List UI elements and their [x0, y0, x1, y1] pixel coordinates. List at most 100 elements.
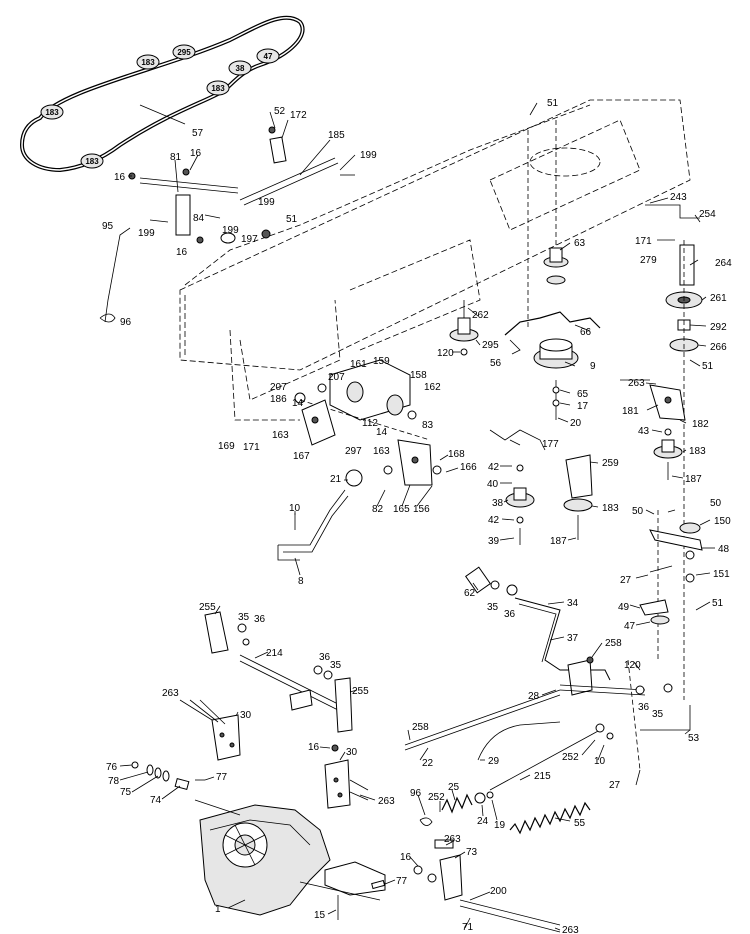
callout-42: 42: [488, 462, 500, 473]
callout-14: 14: [376, 427, 388, 438]
callout-263: 263: [162, 688, 179, 699]
rod-53: [635, 683, 691, 731]
callout-34: 34: [567, 598, 579, 609]
bracket-255-right: [334, 677, 353, 733]
callout-28: 28: [528, 691, 540, 702]
callout-255: 255: [352, 686, 369, 697]
callout-19: 19: [494, 820, 506, 831]
rod-22: [404, 689, 561, 751]
pulley-295: [449, 300, 479, 356]
callout-254: 254: [699, 209, 716, 220]
lift-shaft-34: [514, 597, 611, 681]
callout-62: 62: [464, 588, 476, 599]
bracket-49: [639, 599, 670, 625]
callout-65: 65: [577, 389, 589, 400]
callout-50: 50: [710, 498, 722, 509]
callout-51: 51: [547, 98, 559, 109]
callout-187: 187: [550, 536, 567, 547]
spring-66: [504, 311, 601, 355]
belt-pulley-183-b: 183: [136, 54, 160, 70]
callout-243: 243: [670, 192, 687, 203]
callout-252: 252: [428, 792, 445, 803]
callout-258: 258: [412, 722, 429, 733]
pulley-label: 183: [85, 157, 99, 166]
bracket-48: [649, 510, 703, 660]
rod-29: [477, 721, 561, 761]
callout-51: 51: [702, 361, 714, 372]
callout-42: 42: [488, 515, 500, 526]
callout-53: 53: [688, 733, 700, 744]
belt-pulley-47: 47: [256, 48, 280, 64]
callout-199: 199: [258, 197, 275, 208]
callout-158: 158: [410, 370, 427, 381]
callout-165: 165: [393, 504, 410, 515]
belt-pulley-38: 38: [228, 60, 252, 76]
callout-27: 27: [620, 575, 632, 586]
callout-9: 9: [590, 361, 596, 372]
callout-16: 16: [308, 742, 320, 753]
tractor-frame: [179, 99, 691, 421]
callout-76: 76: [106, 762, 118, 773]
callout-51: 51: [286, 214, 298, 225]
callout-159: 159: [373, 356, 390, 367]
callout-35: 35: [330, 660, 342, 671]
callout-48: 48: [718, 544, 730, 555]
rod-214: [239, 654, 341, 712]
callout-200: 200: [490, 886, 507, 897]
belt-pulley-183-a: 183: [40, 104, 64, 120]
callout-83: 83: [422, 420, 434, 431]
callout-8: 8: [298, 576, 304, 587]
callout-50: 50: [632, 506, 644, 517]
bracket-165: [383, 439, 442, 486]
callout-16: 16: [176, 247, 188, 258]
pulley-label: 183: [45, 108, 59, 117]
transaxle-1: [194, 799, 386, 920]
callout-181: 181: [622, 406, 639, 417]
rod-95: [99, 227, 131, 323]
callout-96: 96: [120, 317, 132, 328]
callout-297: 297: [345, 446, 362, 457]
callout-163: 163: [272, 430, 289, 441]
belt-pulley-183-c: 183: [206, 80, 230, 96]
callout-40: 40: [487, 479, 499, 490]
callout-258: 258: [605, 638, 622, 649]
bracket-255-left: [204, 611, 250, 654]
callout-214: 214: [266, 648, 283, 659]
callout-263: 263: [444, 834, 461, 845]
callout-252: 252: [562, 752, 579, 763]
callout-259: 259: [602, 458, 619, 469]
callout-169: 169: [218, 441, 235, 452]
callout-156: 156: [413, 504, 430, 515]
callout-29: 29: [488, 756, 500, 767]
pulley-63-assembly: [527, 120, 569, 330]
callout-120: 120: [624, 660, 641, 671]
callout-77: 77: [216, 772, 228, 783]
bracket-assembly-158: [294, 359, 431, 441]
bracket-167: [301, 399, 336, 446]
spring-25: [441, 791, 494, 814]
front-hardware: [128, 126, 355, 244]
callout-14: 14: [292, 398, 304, 409]
dash-ref: [627, 659, 641, 771]
callout-labels: 57 52 172 185 51 16 81 16 199 199 51 84 …: [102, 98, 732, 934]
callout-78: 78: [108, 776, 120, 787]
leader-lines: [119, 102, 715, 931]
belt-pulley-183-d: 183: [80, 153, 104, 169]
callout-74: 74: [150, 795, 162, 806]
lift-rod-8: [277, 489, 349, 561]
belt-pulley-183-e: 183: [0, 0, 14, 2]
callout-264: 264: [715, 258, 732, 269]
callout-35: 35: [487, 602, 499, 613]
callout-35: 35: [652, 709, 664, 720]
drive-belt: [19, 15, 305, 173]
callout-263: 263: [628, 378, 645, 389]
callout-168: 168: [448, 449, 465, 460]
pulley-label: 47: [264, 52, 273, 61]
callout-75: 75: [120, 787, 132, 798]
callout-167: 167: [293, 451, 310, 462]
electric-clutch-9: [533, 338, 579, 420]
callout-185: 185: [328, 130, 345, 141]
callout-25: 25: [448, 782, 460, 793]
bracket-30-center: [324, 744, 369, 809]
callout-63: 63: [574, 238, 586, 249]
